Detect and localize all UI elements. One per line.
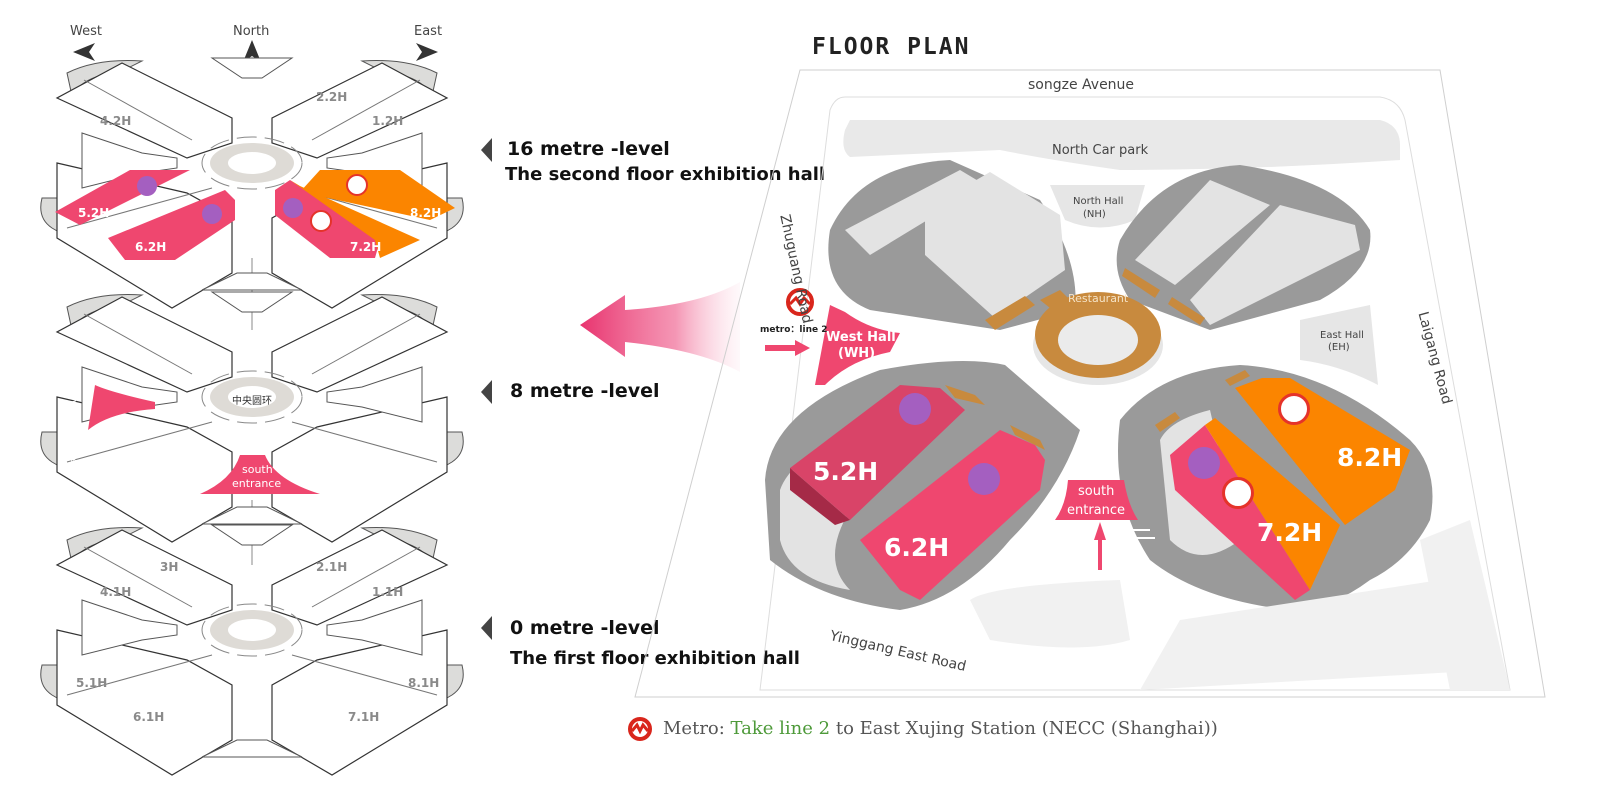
cife-logo-icon xyxy=(968,463,1000,495)
metro-logo-icon xyxy=(786,288,814,316)
direction-arrow-icon xyxy=(580,282,740,372)
west-hall-area xyxy=(815,305,900,385)
metro-line-label: metro：line 2 xyxy=(760,325,828,335)
east-hall-label: East Hall xyxy=(1320,330,1364,341)
cife-logo-icon xyxy=(202,204,222,224)
cife-logo-icon xyxy=(1188,447,1220,479)
photo-expo-logo-icon xyxy=(1278,393,1310,425)
photo-expo-logo-icon xyxy=(346,174,368,196)
sw-building xyxy=(765,361,1080,610)
level-8m-pointer-icon xyxy=(481,380,492,404)
map-hall-7.2h-label: 7.2H xyxy=(1257,518,1323,547)
hall-label-2.2h: 2.2H xyxy=(316,90,348,104)
hall-label-5.1h: 5.1H xyxy=(76,676,108,690)
map-hall-6.2h-label: 6.2H xyxy=(884,533,950,562)
metro-directions: Metro: Take line 2 to East Xujing Statio… xyxy=(663,718,1218,739)
north-arrow-icon xyxy=(243,40,261,62)
hall-label-6.2h: 6.2H xyxy=(135,240,167,254)
map-hall-5.2h-label: 5.2H xyxy=(813,457,879,486)
south-entrance-map-label-line2: entrance xyxy=(1067,503,1126,518)
floor-plan-title: FLOOR PLAN xyxy=(812,34,971,60)
hall-label-3h: 3H xyxy=(160,560,179,574)
level-16m-subtitle: The second floor exhibition hall xyxy=(505,164,826,185)
hall-label-1.2h: 1.2H xyxy=(372,114,404,128)
cife-logo-icon xyxy=(899,393,931,425)
hall-label-2.1h: 2.1H xyxy=(316,560,348,574)
metro-destination: to East Xujing Station (NECC (Shanghai)) xyxy=(830,718,1218,739)
south-entrance-map-label-line1: south xyxy=(1078,484,1115,499)
north-hall-area xyxy=(1050,185,1145,228)
north-hall-label: North Hall xyxy=(1073,196,1124,207)
south-entrance-label-line2: entrance xyxy=(232,477,282,490)
metro-prefix: Metro: xyxy=(663,718,731,739)
level-16m-pointer-icon xyxy=(481,138,492,162)
road-songze-avenue: songze Avenue xyxy=(1028,77,1135,93)
compass-west-label: West xyxy=(70,24,102,39)
east-hall-area xyxy=(1300,305,1378,385)
west-hall-label: West Hall xyxy=(826,330,896,345)
south-entrance-area xyxy=(1055,480,1138,520)
hall-label-7.1h: 7.1H xyxy=(348,710,380,724)
photo-expo-logo-icon xyxy=(310,210,332,232)
north-car-park-label: North Car park xyxy=(1052,143,1149,158)
hall-label-8.1h: 8.1H xyxy=(408,676,440,690)
west-entrance-shape xyxy=(88,385,155,430)
site-boundary xyxy=(634,69,1546,698)
hall-label-6.1h: 6.1H xyxy=(133,710,165,724)
west-hall-abbr: (WH) xyxy=(838,346,876,361)
metro-line-highlight: Take line 2 xyxy=(730,718,831,739)
photo-expo-logo-icon xyxy=(1222,477,1254,509)
north-hall-abbr: (NH) xyxy=(1083,209,1106,220)
cife-logo-icon xyxy=(137,176,157,196)
hall-label-1.1h: 1.1H xyxy=(372,585,404,599)
east-arrow-icon xyxy=(416,43,438,61)
compass-north-label: North xyxy=(233,24,270,39)
south-entrance-label-line1: south xyxy=(242,463,273,476)
central-ring-label: 中央圆环 xyxy=(232,396,272,407)
hall-label-8.2h: 8.2H xyxy=(410,206,442,220)
hall-label-4.1h: 4.1H xyxy=(100,585,132,599)
level-16m-title: 16 metre -level xyxy=(507,138,670,160)
restaurant-label: Restaurant xyxy=(1068,292,1129,305)
hall-label-5.2h: 5.2H xyxy=(78,206,110,220)
south-entrance-shape xyxy=(200,455,320,494)
west-arrow-icon xyxy=(73,43,95,61)
metro-logo-footer-icon xyxy=(628,717,652,741)
south-entrance-arrow-icon xyxy=(1094,522,1106,570)
hall-7.2h-shape-orange xyxy=(290,180,420,258)
level-0m-subtitle: The first floor exhibition hall xyxy=(510,648,800,669)
level-0m-pointer-icon xyxy=(481,616,492,640)
east-hall-abbr: (EH) xyxy=(1328,342,1350,353)
hall-8.2h-shape xyxy=(300,170,455,220)
level-0m-title: 0 metre -level xyxy=(510,617,660,639)
metro-arrow-icon xyxy=(765,340,810,356)
level-8m-title: 8 metre -level xyxy=(510,380,660,402)
compass-east-label: East xyxy=(414,24,443,39)
hall-label-7.2h: 7.2H xyxy=(350,240,382,254)
cife-logo-icon xyxy=(283,198,303,218)
map-hall-8.2h-label: 8.2H xyxy=(1337,443,1403,472)
hall-7.2h-map-orange xyxy=(1205,418,1340,590)
north-car-park-area xyxy=(843,120,1400,170)
hall-label-4.2h: 4.2H xyxy=(100,114,132,128)
